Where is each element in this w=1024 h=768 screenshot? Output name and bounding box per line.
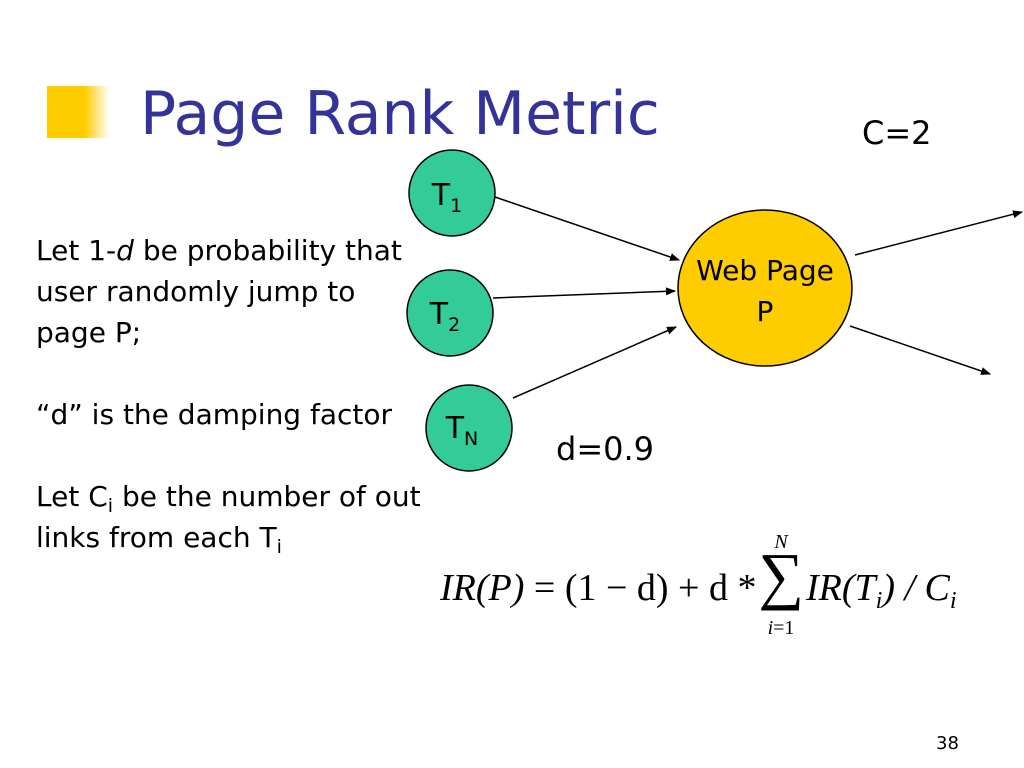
sum-lower-limit: i=1 xyxy=(767,617,795,639)
formula-rhs: IR(Ti) / Ci xyxy=(806,567,957,614)
paragraph-out-links: Let Ci be the number of out links from e… xyxy=(36,480,421,558)
page-number: 38 xyxy=(936,733,959,754)
node-p-label-line2: P xyxy=(757,295,774,328)
sum-upper-limit: N xyxy=(774,531,788,553)
pagerank-formula: IR(P) = (1 − d) + d * N ∑ i=1 IR(Ti) / C… xyxy=(440,532,960,650)
formula-lhs: IR(P) = (1 − d) + d * xyxy=(440,567,757,609)
node-t1-circle xyxy=(408,149,496,237)
node-t2: T2 xyxy=(406,269,494,357)
sigma-symbol: ∑ xyxy=(758,540,804,611)
node-t2-circle xyxy=(406,269,494,357)
node-web-page-p: Web Page P xyxy=(677,209,853,367)
node-t1: T1 xyxy=(408,149,496,237)
edge-p-out-lower xyxy=(849,325,991,375)
c-value-label: C=2 xyxy=(862,114,932,152)
paragraph-damping-probability: Let 1-d be probability that user randoml… xyxy=(36,234,402,349)
body-text: Let 1-d be probability that user randoml… xyxy=(36,230,426,558)
slide-title: Page Rank Metric xyxy=(140,79,660,149)
edge-tn-to-p xyxy=(512,326,677,399)
node-p-label-line1: Web Page xyxy=(696,254,834,287)
node-tn-label: TN xyxy=(445,411,479,450)
title-accent-square xyxy=(47,86,110,138)
edge-t1-to-p xyxy=(494,196,680,261)
edge-p-out-upper xyxy=(854,210,1023,256)
node-t1-label: T1 xyxy=(431,178,462,217)
node-tn-circle xyxy=(425,384,513,472)
edge-t2-to-p xyxy=(492,287,676,299)
node-t2-label: T2 xyxy=(429,297,460,336)
d-value-label: d=0.9 xyxy=(556,430,655,468)
node-p-ellipse xyxy=(677,209,853,367)
node-tn: TN xyxy=(425,384,513,472)
formula-summation: N ∑ i=1 xyxy=(753,532,809,638)
paragraph-damping-factor: “d” is the damping factor xyxy=(36,398,393,431)
